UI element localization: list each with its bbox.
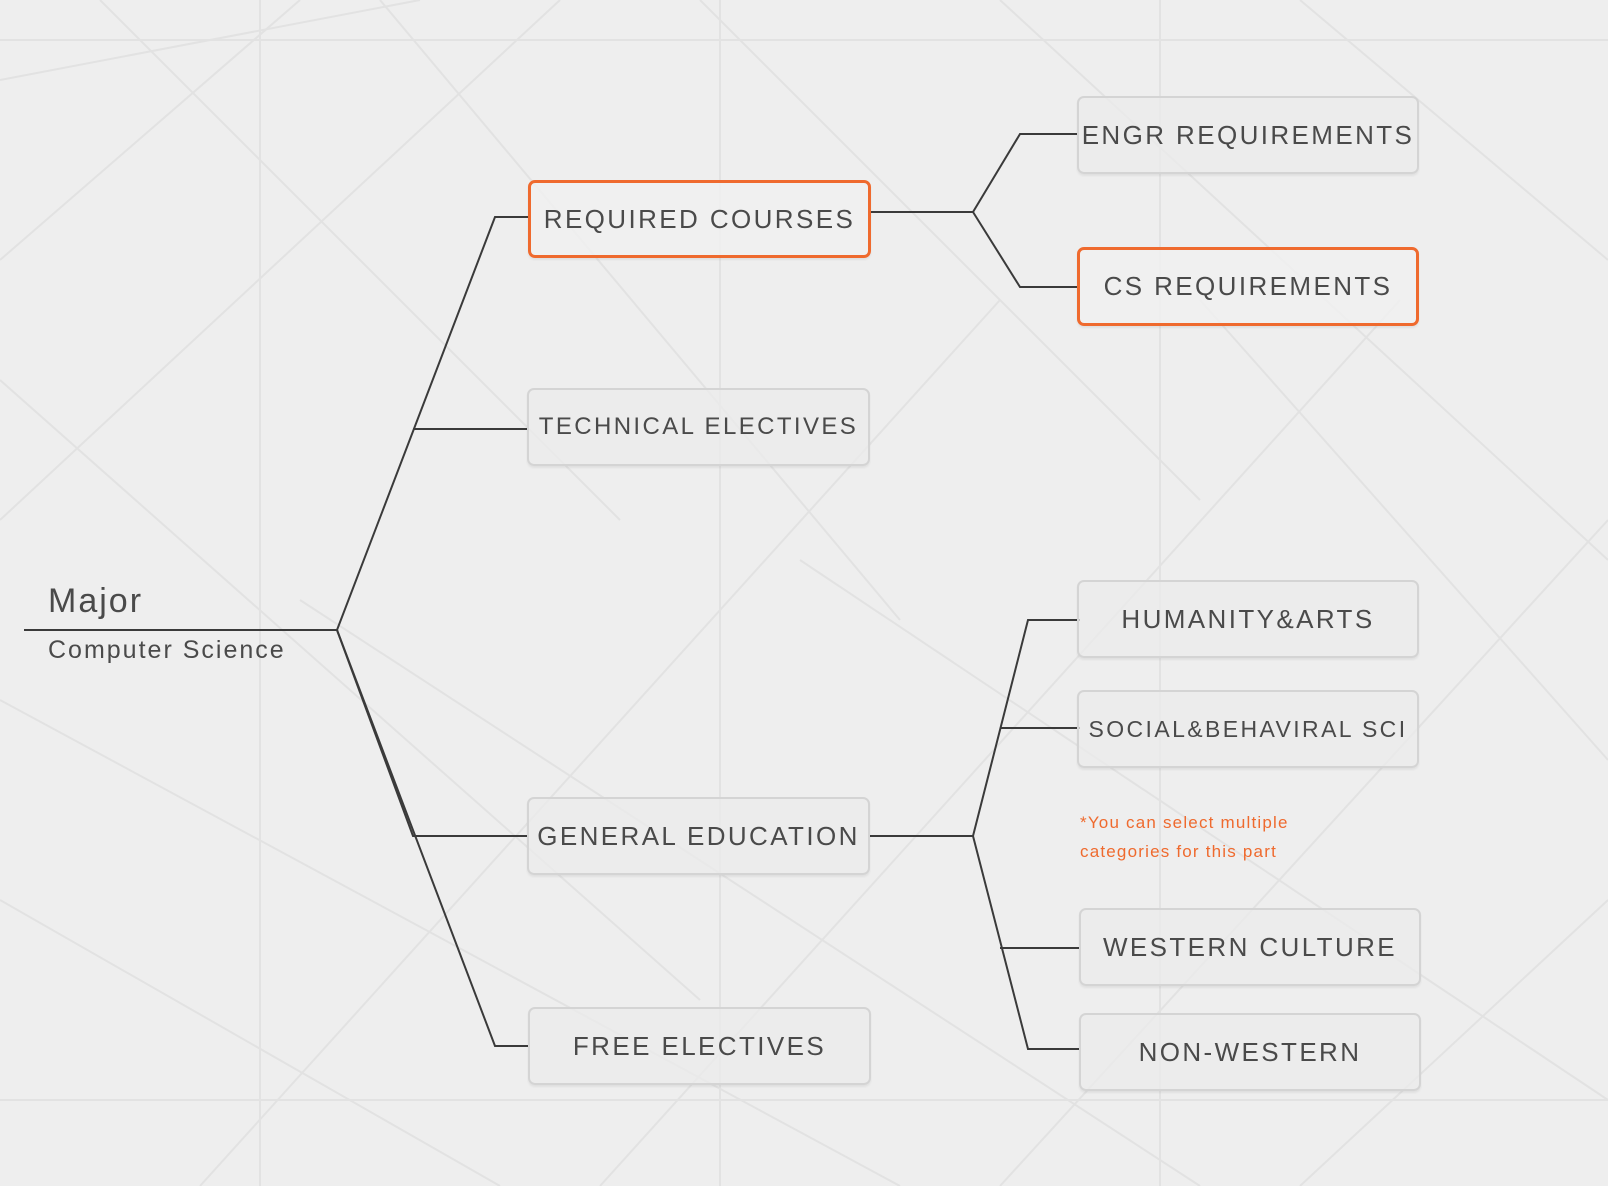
multi-select-note: *You can select multiple categories for … xyxy=(1080,808,1289,866)
edge-gened-humanity xyxy=(972,619,1080,837)
edge-root-free xyxy=(336,629,530,1047)
node-social-behaviral-sci[interactable]: SOCIAL&BEHAVIRAL SCI xyxy=(1077,690,1419,768)
root-major-label: Major xyxy=(48,582,144,620)
edge-root-required xyxy=(336,216,530,631)
root-major-value: Computer Science xyxy=(48,636,286,664)
edge-gened-nonwestern xyxy=(972,835,1080,1050)
node-free-electives[interactable]: FREE ELECTIVES xyxy=(528,1007,871,1085)
note-line-2: categories for this part xyxy=(1080,842,1277,861)
node-western-culture[interactable]: WESTERN CULTURE xyxy=(1079,908,1421,986)
node-non-western[interactable]: NON-WESTERN xyxy=(1079,1013,1421,1091)
node-general-education[interactable]: GENERAL EDUCATION xyxy=(527,797,870,875)
edge-required-cs xyxy=(972,211,1077,288)
node-required-courses[interactable]: REQUIRED COURSES xyxy=(528,180,871,258)
node-cs-requirements[interactable]: CS REQUIREMENTS xyxy=(1077,247,1419,326)
node-engr-requirements[interactable]: ENGR REQUIREMENTS xyxy=(1077,96,1419,174)
edge-required-engr xyxy=(972,133,1077,213)
node-technical-electives[interactable]: TECHNICAL ELECTIVES xyxy=(527,388,870,466)
note-line-1: *You can select multiple xyxy=(1080,813,1289,832)
edge-root-gened xyxy=(336,629,527,837)
node-humanity-arts[interactable]: HUMANITY&ARTS xyxy=(1077,580,1419,658)
